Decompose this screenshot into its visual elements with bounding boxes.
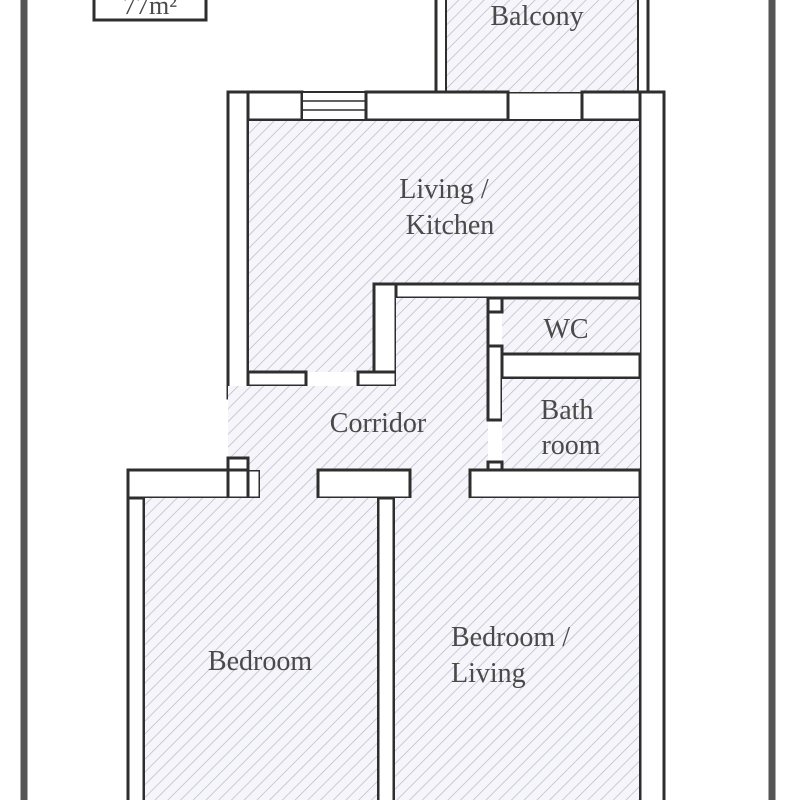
corridor-label: Corridor	[330, 408, 427, 439]
wc-room	[486, 296, 642, 422]
balcony-label: Balcony	[490, 1, 583, 32]
bedroom-living-room	[394, 498, 640, 800]
bedroom-living-label-line2: Living	[451, 658, 526, 689]
window	[301, 91, 367, 121]
bedroom-living-label-line1: Bedroom /	[451, 622, 570, 653]
bathroom-room	[486, 378, 640, 474]
balcony-room	[434, 0, 650, 94]
living-kitchen-room	[248, 120, 640, 372]
bathroom-label-line1: Bath	[541, 395, 594, 426]
living-kitchen-label-line1: Living /	[399, 174, 489, 205]
area-label: 77m²	[123, 0, 177, 20]
outer-walls	[126, 90, 666, 800]
bathroom-label-line2: room	[541, 430, 600, 461]
living-kitchen-label-line2: Kitchen	[406, 210, 495, 241]
corridor-room	[228, 298, 640, 498]
interior-outlines	[143, 119, 641, 800]
bedroom-top-walls	[316, 468, 642, 800]
area-label-box	[92, 0, 208, 22]
bedroom-room	[144, 456, 378, 800]
bedroom-label: Bedroom	[208, 646, 312, 677]
wc-label: WC	[543, 314, 588, 345]
page-frame-left	[0, 0, 24, 800]
